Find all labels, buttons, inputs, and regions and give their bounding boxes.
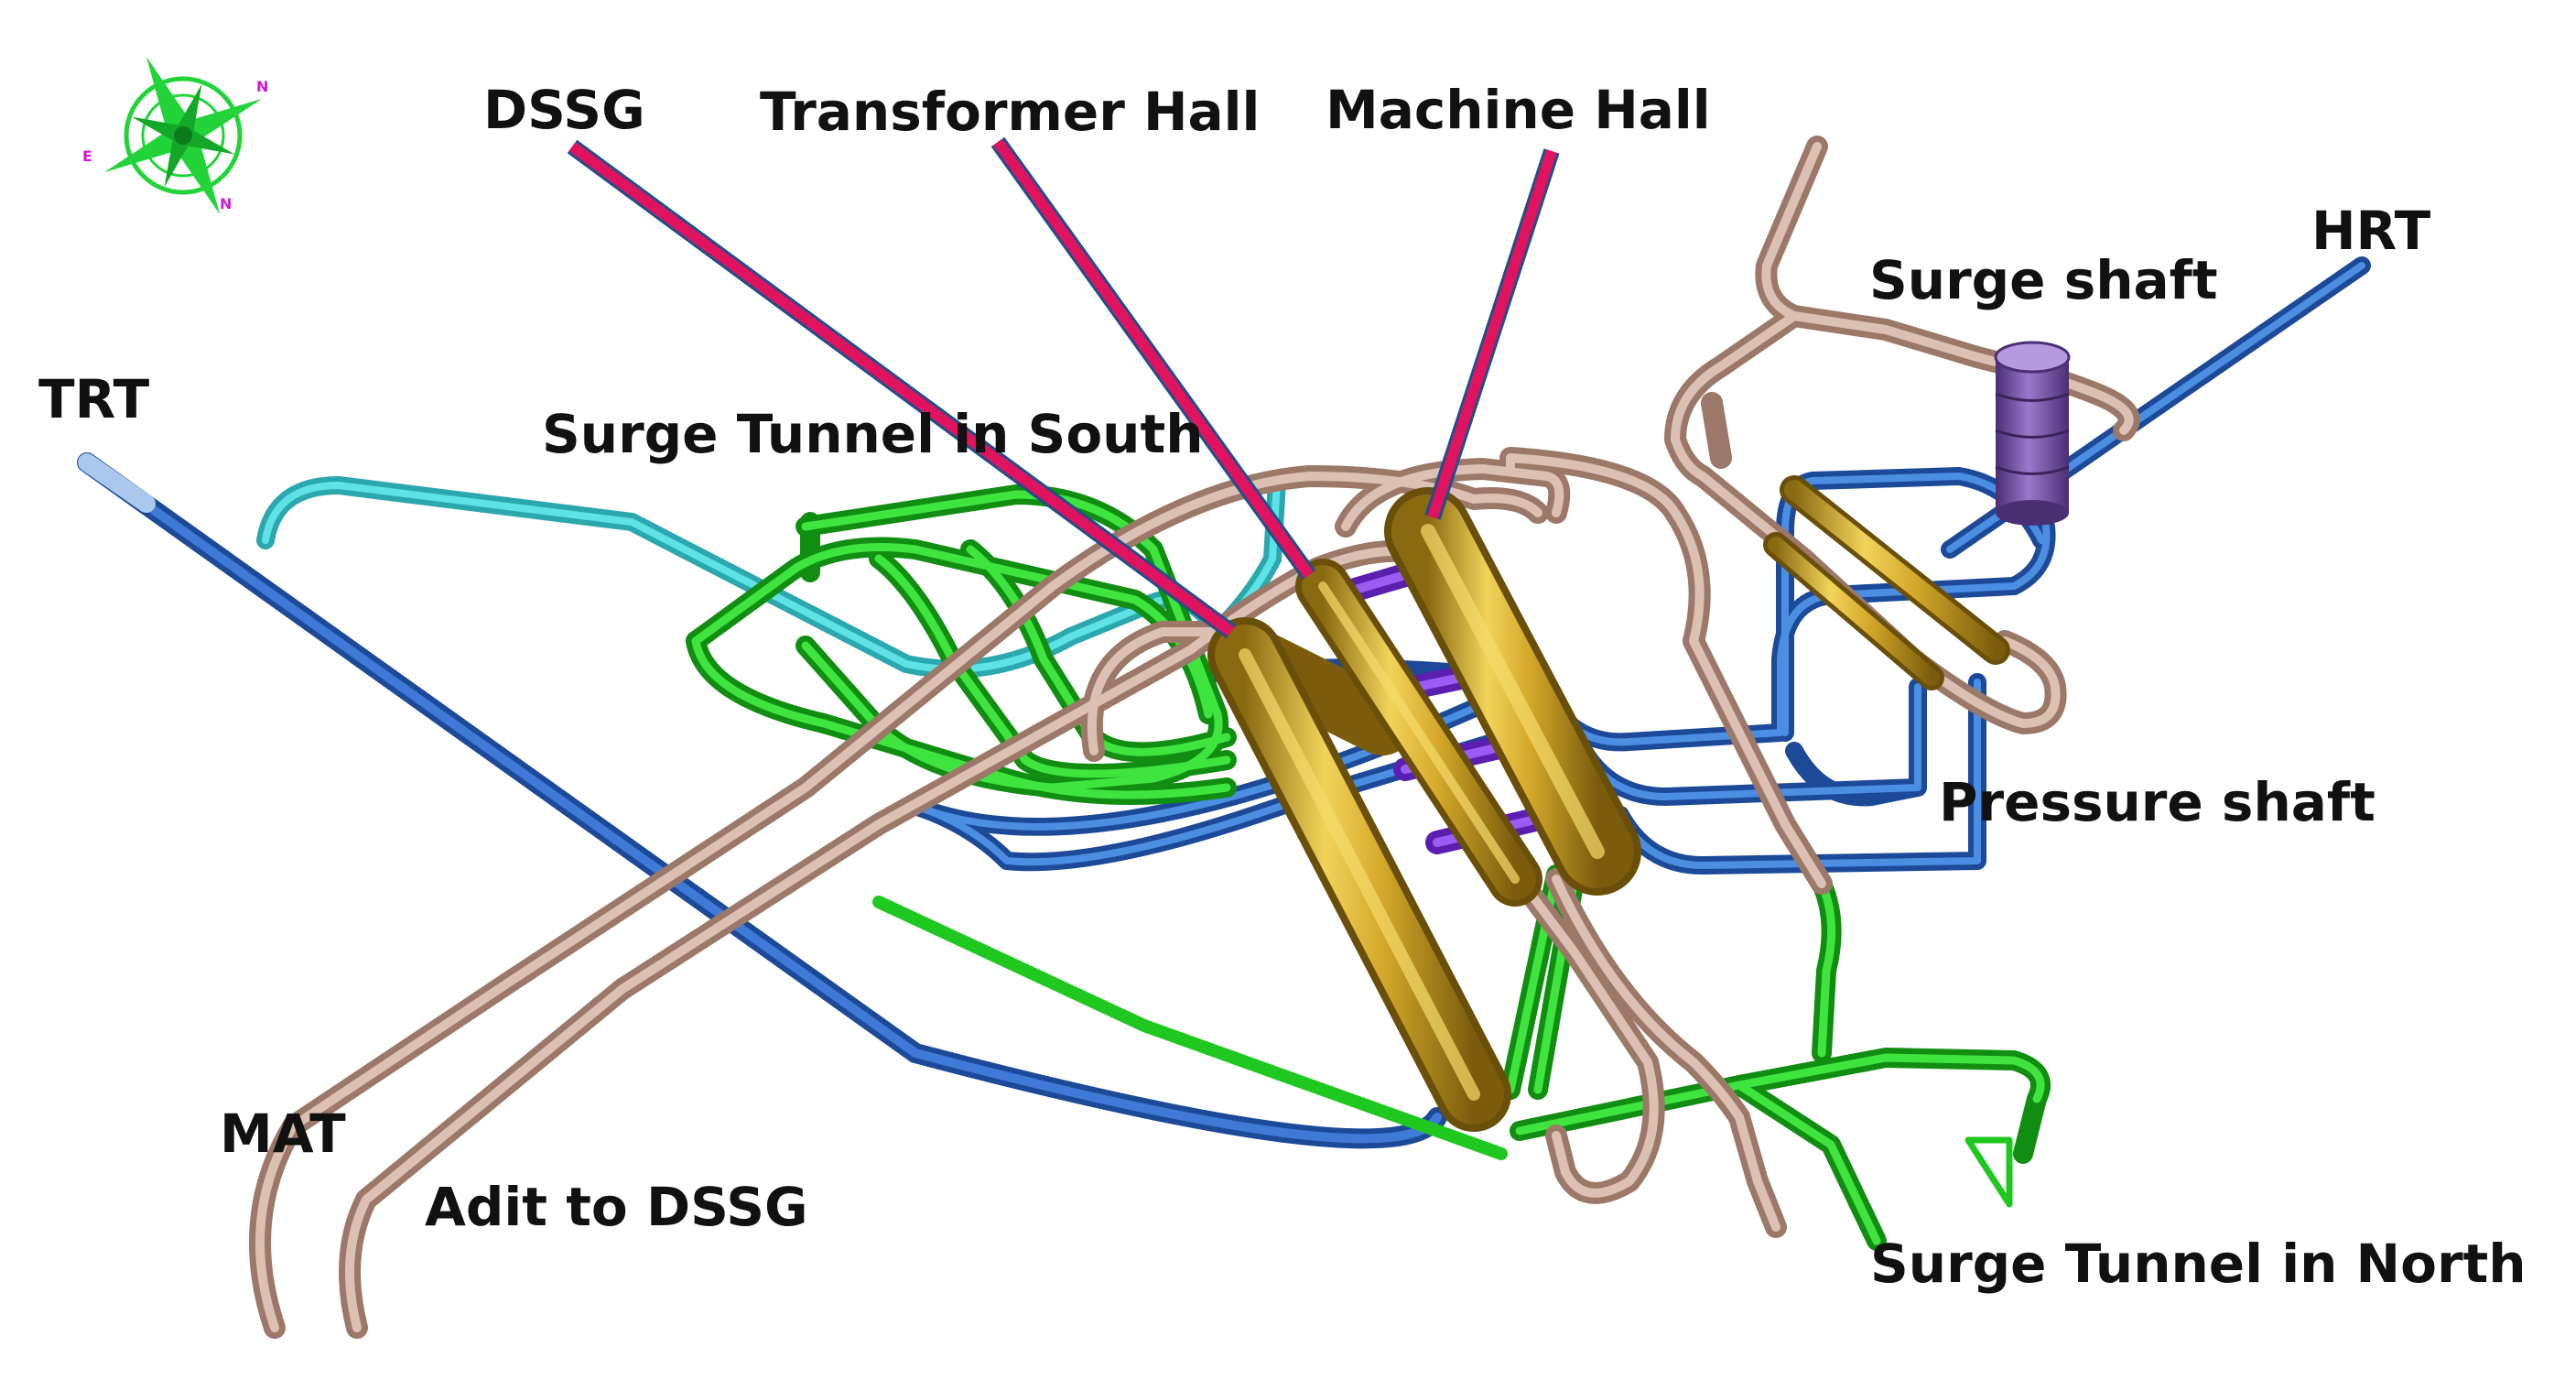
label-adit-to-dssg: Adit to DSSG <box>425 1176 808 1238</box>
svg-text:N: N <box>220 195 232 212</box>
label-trt: TRT <box>38 368 150 430</box>
label-mat: MAT <box>220 1103 346 1165</box>
label-surge-tunnel-north: Surge Tunnel in North <box>1870 1233 2527 1295</box>
access-tunnels <box>249 136 2140 1339</box>
caverns <box>1207 475 2010 1132</box>
tailrace-tunnel <box>77 452 1447 1149</box>
callout-arrows <box>567 136 1560 639</box>
label-hrt: HRT <box>2311 200 2431 262</box>
label-machine-hall: Machine Hall <box>1326 79 1711 141</box>
label-pressure-shaft: Pressure shaft <box>1939 771 2376 833</box>
labels: DSSG Transformer Hall Machine Hall HRT S… <box>38 79 2527 1295</box>
label-transformer-hall: Transformer Hall <box>760 81 1260 143</box>
label-dssg: DSSG <box>483 79 645 141</box>
svg-text:E: E <box>82 147 92 165</box>
label-surge-shaft: Surge shaft <box>1869 249 2218 311</box>
label-surge-tunnel-south: Surge Tunnel in South <box>542 403 1203 465</box>
surge-shaft-cylinder <box>1994 341 2071 526</box>
surge-tunnel-north <box>872 864 2051 1251</box>
surge-tunnel-south <box>686 484 1237 805</box>
compass-rose-icon: N N E <box>82 56 268 215</box>
svg-text:N: N <box>256 78 268 95</box>
